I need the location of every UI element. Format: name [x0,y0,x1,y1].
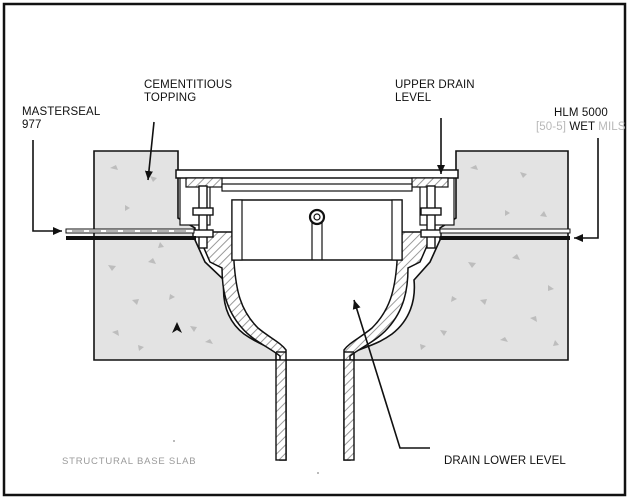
hlm-thickness-range: [50-5] [536,121,567,133]
hlm-leader-arrow [574,138,599,242]
drain-lower-label: DRAIN LOWER LEVEL [444,455,566,467]
hlm-wet-word: WET [569,121,595,133]
drain-body [195,231,435,461]
hlm-label-line2: [50-5] WET MILS [536,121,626,134]
upper-drain-label-line2: LEVEL [395,92,432,104]
cementitious-leader-arrow [144,121,155,181]
waterproof-membranes [65,228,571,240]
upper-drain-rim [175,169,459,192]
leader-lines [32,118,599,449]
hlm-mils-word: MILS [598,121,626,133]
masterseal-label-line1: MASTERSEAL [22,106,101,118]
aggregate-speckles [108,165,559,351]
masterseal-leader-arrow [32,140,62,235]
cementitious-label-line1: CEMENTITIOUS [144,79,233,91]
upper-drain-label-line1: UPPER DRAIN [395,79,475,91]
drain-lower-leader-arrow [352,299,430,449]
masterseal-label-line2: 977 [22,119,42,131]
slab-caret-mark [172,322,182,333]
structural-slab-label: STRUCTURAL BASE SLAB [62,456,197,467]
clamp-bolts [192,185,442,249]
hlm-label-line1: HLM 5000 [554,107,608,119]
strainer-basket [231,199,403,261]
cementitious-label-line2: TOPPING [144,92,197,104]
